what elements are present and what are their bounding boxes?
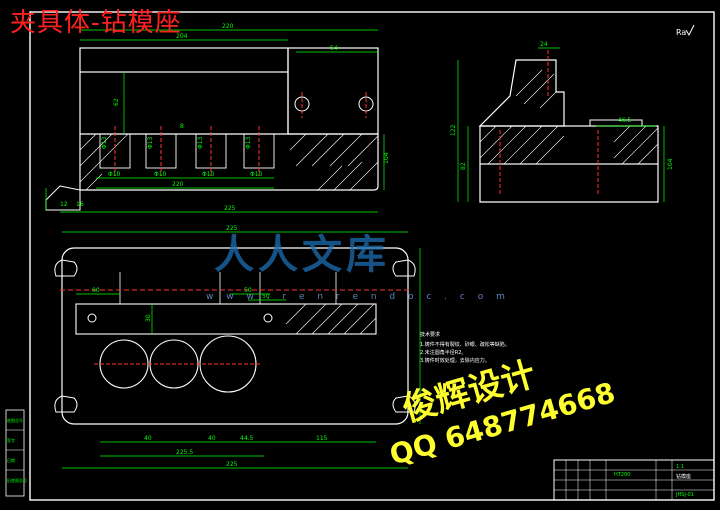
svg-text:签字: 签字 bbox=[7, 437, 15, 443]
svg-text:Φ10: Φ10 bbox=[154, 171, 167, 178]
svg-text:122: 122 bbox=[450, 124, 457, 136]
svg-text:16: 16 bbox=[76, 201, 84, 208]
front-view-dim-labels: 220 204 54 62 8 Φ13 Φ13 Φ13 Φ13 Φ10 Φ10 … bbox=[60, 23, 390, 212]
svg-text:钻模座: 钻模座 bbox=[676, 473, 691, 480]
svg-text:46.5: 46.5 bbox=[618, 117, 632, 124]
svg-text:50: 50 bbox=[262, 293, 270, 300]
svg-text:50: 50 bbox=[244, 287, 252, 294]
svg-text:24: 24 bbox=[540, 41, 548, 48]
svg-text:62: 62 bbox=[113, 98, 120, 106]
svg-text:JHSJ-01: JHSJ-01 bbox=[675, 492, 694, 498]
svg-text:HT200: HT200 bbox=[614, 472, 630, 478]
svg-text:Φ13: Φ13 bbox=[101, 136, 108, 149]
roughness-mark: Ra bbox=[676, 28, 686, 37]
svg-text:Φ13: Φ13 bbox=[197, 136, 204, 149]
svg-text:8: 8 bbox=[180, 123, 184, 130]
plan-view bbox=[54, 247, 416, 425]
front-view-dimensions bbox=[45, 29, 385, 213]
svg-text:技术要求: 技术要求 bbox=[420, 331, 440, 338]
watermark-url: w w w . r e n r e n d o c . c o m bbox=[206, 292, 510, 302]
tech-requirements: 技术要求 1.铸件不得有裂纹、砂眼、疏松等缺陷。 2.未注圆角半径R2。 3.铸… bbox=[420, 331, 510, 364]
svg-text:Φ10: Φ10 bbox=[250, 171, 263, 178]
side-view bbox=[478, 50, 659, 203]
svg-text:82: 82 bbox=[460, 162, 467, 170]
drawing-title: 夹具体-钻模座 bbox=[10, 8, 182, 38]
svg-text:2.未注圆角半径R2。: 2.未注圆角半径R2。 bbox=[420, 349, 466, 356]
svg-text:30: 30 bbox=[145, 314, 152, 322]
svg-text:115: 115 bbox=[316, 435, 328, 442]
svg-text:220: 220 bbox=[172, 181, 184, 188]
svg-text:40: 40 bbox=[144, 435, 152, 442]
svg-text:225.5: 225.5 bbox=[176, 449, 193, 456]
svg-text:225: 225 bbox=[226, 461, 238, 468]
svg-text:日期: 日期 bbox=[7, 457, 15, 463]
left-strip: 底图总号 签字 日期 旧底图总号 bbox=[5, 409, 27, 497]
svg-text:104: 104 bbox=[667, 158, 674, 170]
svg-text:12: 12 bbox=[60, 201, 68, 208]
roughness-symbol bbox=[685, 24, 695, 37]
svg-text:220: 220 bbox=[222, 23, 234, 30]
svg-text:Φ10: Φ10 bbox=[202, 171, 215, 178]
side-view-dim-labels: 24 46.5 122 82 104 bbox=[450, 41, 674, 170]
svg-text:1:1: 1:1 bbox=[676, 464, 684, 470]
plan-view-dim-labels: 225 60 50 50 30 40 40 44.5 115 225.5 225 bbox=[92, 225, 328, 468]
svg-text:Φ10: Φ10 bbox=[108, 171, 121, 178]
svg-text:44.5: 44.5 bbox=[240, 435, 254, 442]
svg-text:225: 225 bbox=[224, 205, 236, 212]
svg-text:40: 40 bbox=[208, 435, 216, 442]
svg-text:54: 54 bbox=[330, 45, 338, 52]
sheet-border bbox=[29, 11, 715, 501]
svg-text:底图总号: 底图总号 bbox=[7, 417, 23, 423]
svg-text:旧底图总号: 旧底图总号 bbox=[7, 477, 27, 483]
svg-text:Φ13: Φ13 bbox=[245, 136, 252, 149]
front-view bbox=[45, 47, 379, 211]
plan-view-dimensions bbox=[62, 231, 421, 469]
svg-text:3.铸件时效处理，去除内应力。: 3.铸件时效处理，去除内应力。 bbox=[420, 357, 490, 364]
title-block: HT200 钻模座 1:1 JHSJ-01 bbox=[553, 459, 715, 501]
svg-text:225: 225 bbox=[226, 225, 238, 232]
svg-text:104: 104 bbox=[383, 152, 390, 164]
svg-text:1.铸件不得有裂纹、砂眼、疏松等缺陷。: 1.铸件不得有裂纹、砂眼、疏松等缺陷。 bbox=[420, 341, 510, 348]
svg-text:60: 60 bbox=[92, 287, 100, 294]
svg-text:204: 204 bbox=[176, 33, 188, 40]
watermark-site: 人人文库 bbox=[214, 231, 390, 278]
svg-text:Φ13: Φ13 bbox=[147, 136, 154, 149]
side-view-dimensions bbox=[457, 47, 665, 202]
